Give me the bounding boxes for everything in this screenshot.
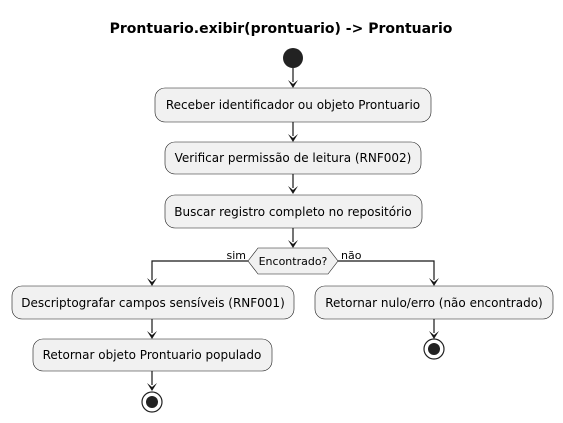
step-return-object-label: Retornar objeto Prontuario populado bbox=[43, 348, 262, 362]
arrowhead bbox=[147, 331, 157, 339]
arrowhead bbox=[288, 186, 298, 194]
branch-yes-label: sim bbox=[226, 249, 246, 262]
step-decrypt-label: Descriptografar campos sensíveis (RNF001… bbox=[21, 296, 285, 310]
arrowhead bbox=[288, 80, 298, 88]
step-return-null-label: Retornar nulo/erro (não encontrado) bbox=[325, 296, 542, 310]
step-fetch-label: Buscar registro completo no repositório bbox=[174, 205, 411, 219]
end-node-right bbox=[423, 338, 445, 360]
edge-yes-branch bbox=[151, 260, 248, 280]
arrowhead bbox=[147, 278, 157, 286]
step-decrypt-box bbox=[11, 285, 295, 320]
arrowhead bbox=[147, 383, 157, 391]
decision-question: Encontrado? bbox=[259, 255, 328, 268]
edge-no-branch bbox=[338, 260, 435, 280]
arrowhead bbox=[288, 134, 298, 142]
start-node bbox=[283, 48, 303, 68]
arrowhead bbox=[288, 240, 298, 248]
diagram-title: Prontuario.exibir(prontuario) -> Prontua… bbox=[110, 21, 453, 37]
branch-no-label: não bbox=[341, 249, 362, 262]
arrowhead bbox=[429, 278, 439, 286]
step-receive-label: Receber identificador ou objeto Prontuar… bbox=[166, 98, 420, 112]
end-node-left bbox=[141, 391, 163, 413]
step-check-permission-label: Verificar permissão de leitura (RNF002) bbox=[175, 151, 412, 165]
arrowhead bbox=[429, 331, 439, 339]
